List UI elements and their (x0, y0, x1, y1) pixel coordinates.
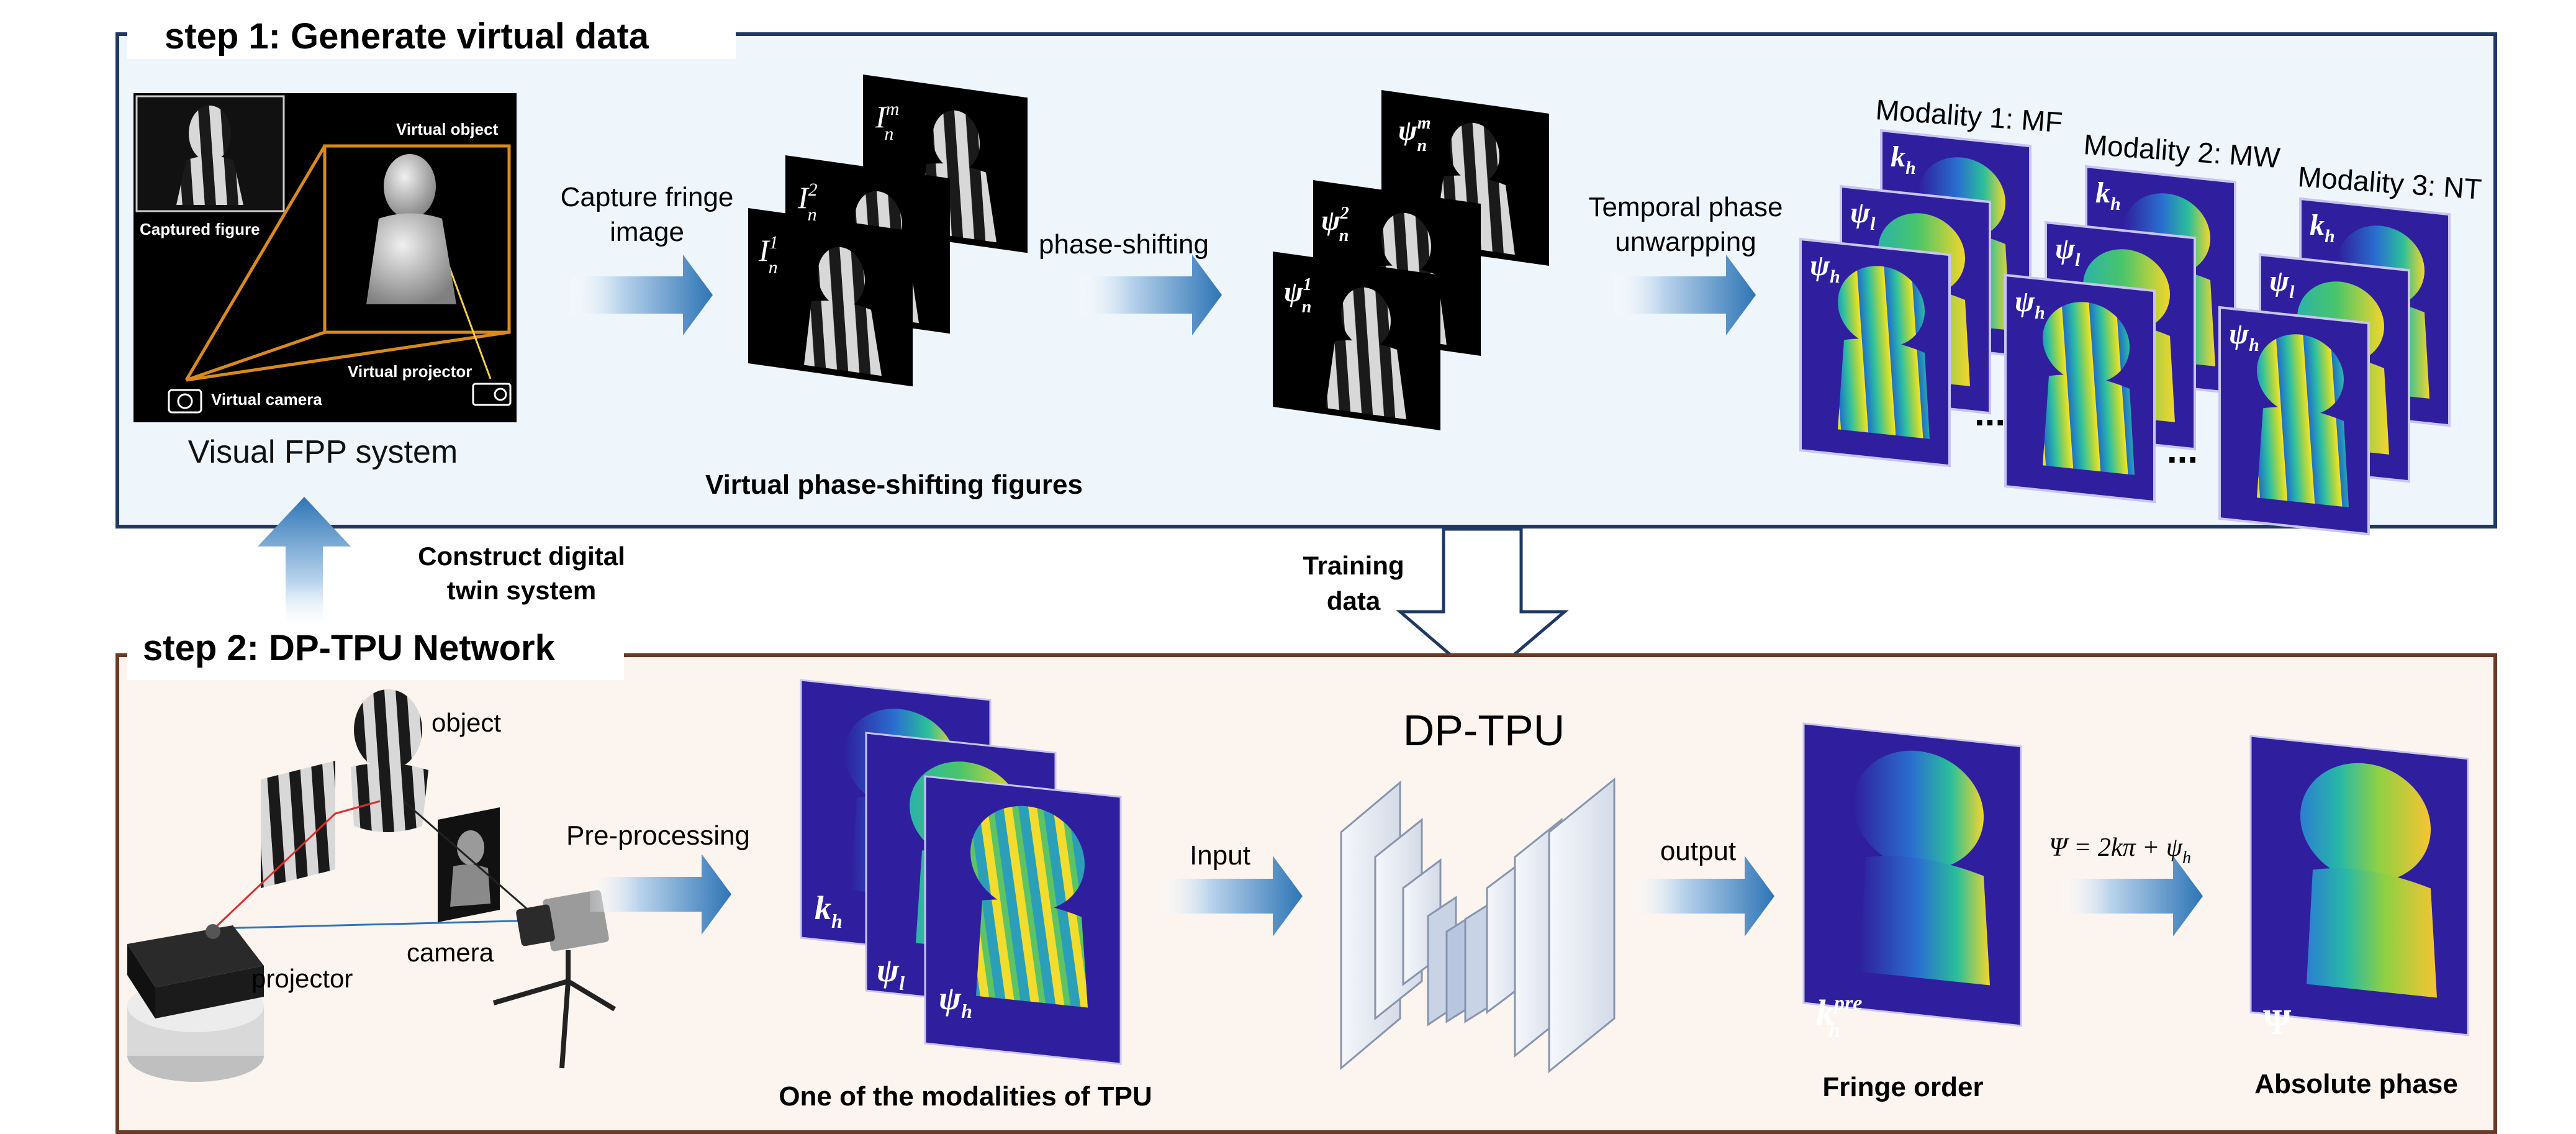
step2-title: step 2: DP-TPU Network (143, 628, 556, 668)
modality-1-psi-l-label: ψl (1850, 196, 1876, 234)
absolute-phase-symbol: Ψ (2263, 1002, 2292, 1042)
camera-icon (168, 389, 202, 414)
physical-object-bust (351, 689, 428, 832)
modality-1-psi-h-image (1799, 237, 1951, 468)
modality-2-psi-l-label: ψl (2055, 232, 2081, 270)
modality-2-k-h-label: kh (2095, 176, 2121, 214)
fringe-image-1 (748, 208, 913, 387)
modality-2-psi-h-image (2004, 273, 2156, 504)
ellipsis-1: ... (1974, 392, 2005, 433)
projection-ray (335, 800, 381, 815)
phase-shifting-label: phase-shifting (1039, 229, 1209, 260)
arrow-preprocessing (590, 854, 731, 935)
modality-3-psi-h-label: ψh (2229, 317, 2259, 355)
modality-3-psi-h-image (2218, 306, 2370, 536)
modality-2-psi-h-label: ψh (2015, 285, 2045, 323)
input-modality-stack: kh ψl ψh (800, 679, 1122, 1065)
projector-device (127, 924, 264, 1082)
training-label-line2: data (1327, 586, 1381, 615)
projector-ray (446, 260, 492, 379)
step1-title-bg (127, 12, 736, 59)
virtual-camera-label: Virtual camera (211, 390, 322, 409)
baseline-line (214, 919, 541, 930)
modality-3-psi-l-label: ψl (2269, 265, 2295, 302)
modality-caption: One of the modalities of TPU (779, 1081, 1152, 1112)
arrow-equation (2061, 856, 2203, 937)
construct-label-line1: Construct digital (418, 542, 625, 571)
captured-image-bust (450, 830, 490, 907)
arrow-temporal-unwrapping (1614, 255, 1756, 335)
captured-figure-bust (176, 106, 243, 205)
camera-ray (403, 800, 541, 922)
modality-3-k-h-label: kh (2310, 209, 2335, 247)
modality-1-k-h-label: kh (1891, 140, 1916, 178)
object-label: object (432, 708, 501, 737)
physical-setup: object projector camera (127, 689, 617, 1082)
temporal-label-line2: unwarpping (1615, 227, 1756, 257)
input-psi-l-label: ψl (877, 951, 905, 994)
preprocessing-label: Pre-processing (566, 820, 750, 851)
network-title: DP-TPU (1403, 706, 1565, 755)
frustum-line (186, 330, 510, 382)
arrow-phase-shifting (1080, 255, 1222, 335)
projector-icon (472, 383, 512, 406)
step2-title-bg (127, 633, 624, 680)
arrow-capture (571, 255, 713, 335)
input-label: Input (1190, 840, 1250, 871)
arrow-input (1161, 856, 1303, 937)
equation-label: Ψ = 2kπ + ψh (2049, 833, 2191, 868)
projection-ray (213, 812, 337, 930)
camera-label: camera (407, 938, 494, 967)
arrow-construct (258, 497, 351, 627)
arrow-training-data (1396, 527, 1569, 684)
input-k-label: kh (815, 889, 843, 932)
arrow-output (1633, 856, 1774, 937)
virtual-object-label: Virtual object (396, 120, 499, 138)
input-psi-h-label: ψh (939, 979, 972, 1022)
construct-label-line2: twin system (447, 576, 596, 605)
ellipsis-2: ... (2167, 429, 2198, 471)
projector-label: projector (251, 964, 353, 993)
absolute-phase-image (2249, 735, 2469, 1036)
modality-1-psi-h-label: ψh (1810, 249, 1840, 287)
capture-label-line2: image (610, 217, 684, 247)
virtual-fpp-scene: Captured figure Virtual object Virtual p… (133, 93, 517, 470)
phase-image-1 (1273, 252, 1440, 430)
fringe-screen (261, 761, 335, 888)
scene-caption: Visual FPP system (188, 434, 458, 470)
captured-figure-label: Captured figure (140, 220, 260, 238)
network-diagram (1340, 777, 1616, 1074)
fringe-caption: Virtual phase-shifting figures (705, 469, 1083, 500)
temporal-label-line1: Temporal phase (1588, 192, 1783, 222)
output-label: output (1660, 836, 1736, 866)
input-psi-h-image (924, 775, 1122, 1065)
frustum-line (184, 145, 327, 381)
capture-label-line1: Capture fringe (561, 182, 734, 212)
fringe-order-image (1802, 722, 2022, 1027)
training-label-line1: Training (1303, 551, 1404, 580)
step1-title: step 1: Generate virtual data (165, 16, 649, 57)
net-decoder-block (1548, 777, 1616, 1074)
frustum-line (186, 330, 325, 382)
virtual-projector-label: Virtual projector (348, 362, 472, 381)
absolute-phase-caption: Absolute phase (2254, 1069, 2458, 1099)
fringe-order-caption: Fringe order (1822, 1072, 1983, 1102)
virtual-object-bust (366, 154, 456, 304)
